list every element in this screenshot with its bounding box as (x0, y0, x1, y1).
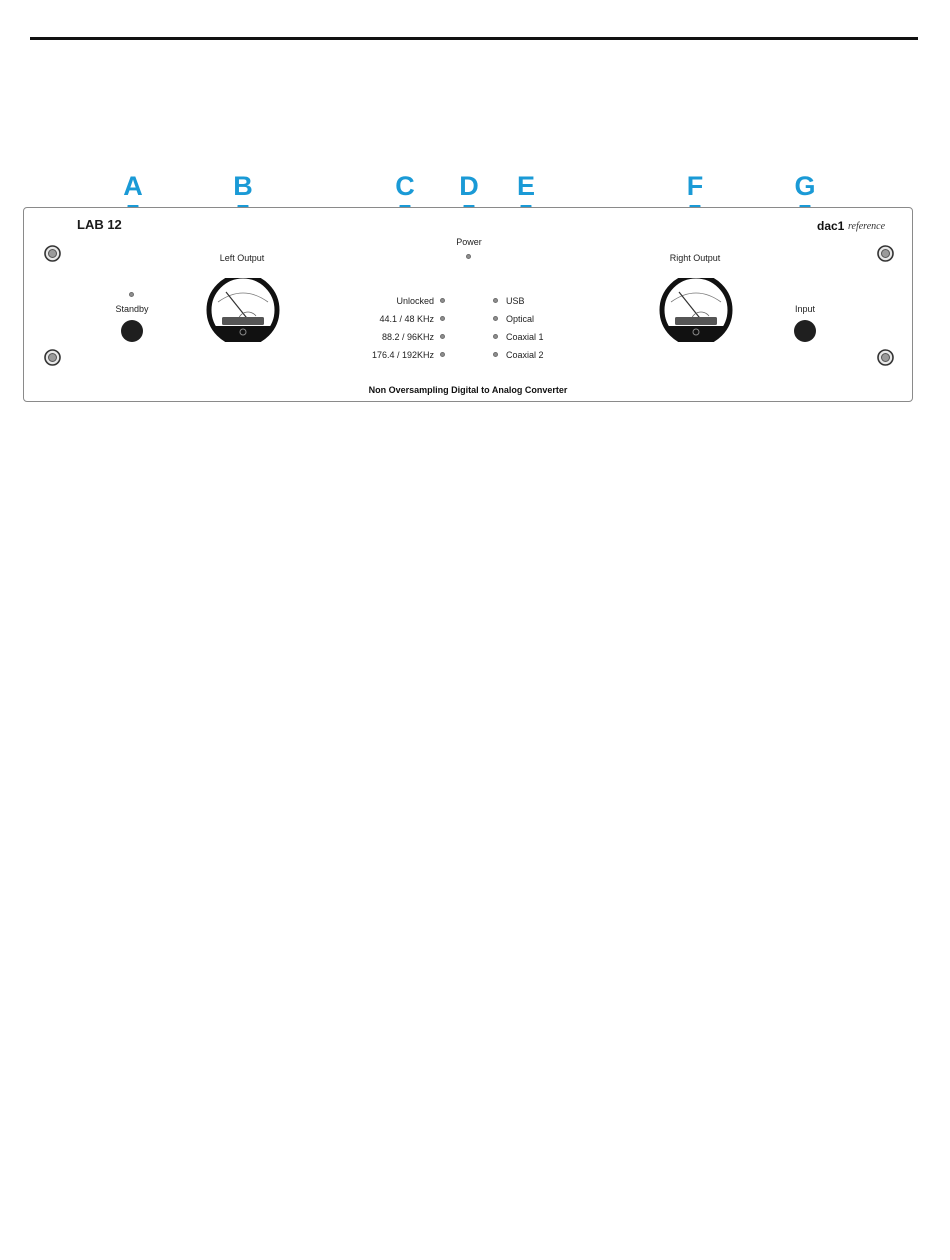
model-subtitle: reference (848, 221, 885, 232)
indicator-label: Unlocked (354, 296, 434, 306)
screw-icon (877, 349, 894, 366)
input-led (493, 334, 498, 339)
screw-icon (44, 349, 61, 366)
standby-led (129, 292, 134, 297)
input-indicator-label: Coaxial 1 (506, 332, 544, 342)
indicator-label: 176.4 / 192KHz (354, 350, 434, 360)
indicator-led (440, 316, 445, 321)
right-output-label: Right Output (655, 253, 735, 263)
power-label: Power (444, 237, 494, 247)
indicator-led (440, 298, 445, 303)
indicator-led (440, 334, 445, 339)
callout-letter: A (113, 173, 153, 200)
standby-label: Standby (106, 304, 158, 314)
callout-letter: C (385, 173, 425, 200)
callout-letter: E (506, 173, 546, 200)
screw-icon (877, 245, 894, 262)
vu-meter-icon (204, 278, 282, 342)
front-panel: LAB 12 dac1 reference Standby Left Outpu… (23, 207, 913, 402)
input-indicator-label: Coaxial 2 (506, 350, 544, 360)
callout-letter: B (223, 173, 263, 200)
panel-caption: Non Oversampling Digital to Analog Conve… (24, 385, 912, 395)
indicator-label: 44.1 / 48 KHz (354, 314, 434, 324)
input-led (493, 298, 498, 303)
power-led (466, 254, 471, 259)
input-led (493, 316, 498, 321)
indicator-label: 88.2 / 96KHz (354, 332, 434, 342)
model-name: dac1 (817, 219, 844, 233)
input-label: Input (782, 304, 828, 314)
left-output-label: Left Output (202, 253, 282, 263)
input-led (493, 352, 498, 357)
input-indicator-label: Optical (506, 314, 534, 324)
input-select-button[interactable] (794, 320, 816, 342)
screw-icon (44, 245, 61, 262)
indicator-led (440, 352, 445, 357)
brand-logo: LAB 12 (77, 217, 122, 232)
input-indicator-label: USB (506, 296, 525, 306)
standby-button[interactable] (121, 320, 143, 342)
vu-meter-icon (657, 278, 735, 342)
callout-letter: D (449, 173, 489, 200)
callout-letter: G (785, 173, 825, 200)
callout-letter: F (675, 173, 715, 200)
top-rule (30, 37, 918, 40)
